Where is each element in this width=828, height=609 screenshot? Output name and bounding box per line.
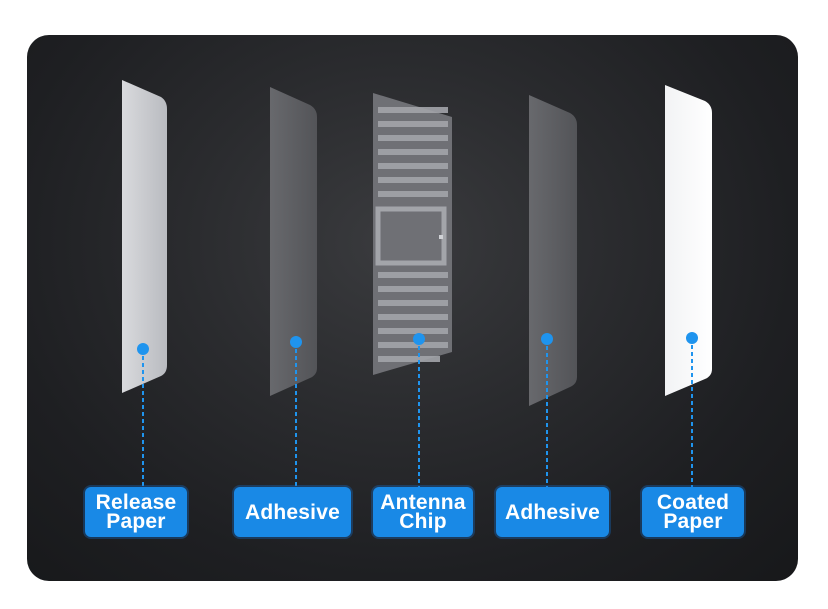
adhesive-2-dot	[541, 333, 553, 345]
adhesive-1-label: Adhesive	[234, 487, 351, 537]
adhesive-1-dot	[290, 336, 302, 348]
adhesive-sheet-1	[270, 87, 317, 396]
release-paper-dot	[137, 343, 149, 355]
antenna-chip-sheet	[373, 93, 452, 375]
coated-paper-dot	[686, 332, 698, 344]
release-paper-sheet	[122, 80, 167, 393]
antenna-chip-dot	[413, 333, 425, 345]
adhesive-2-label: Adhesive	[496, 487, 609, 537]
coated-paper-sheet	[665, 85, 712, 396]
adhesive-sheet-2	[529, 95, 577, 406]
layers-diagram	[122, 80, 712, 487]
